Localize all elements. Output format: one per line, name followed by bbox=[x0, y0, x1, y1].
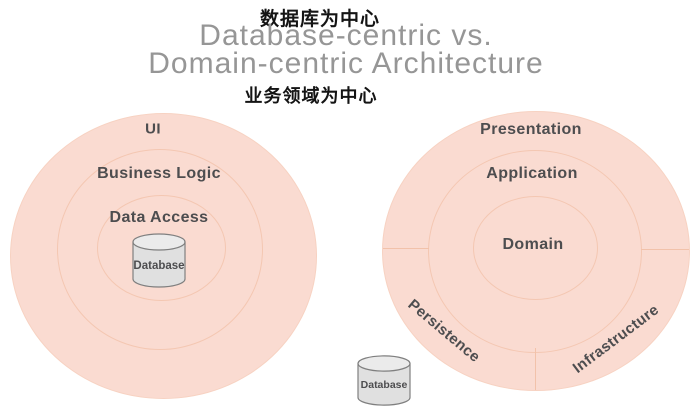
ring-label-business-logic: Business Logic bbox=[97, 165, 221, 182]
zh-annotation-bottom: 业务领域为中心 bbox=[244, 86, 378, 106]
segment-divider-right bbox=[641, 249, 689, 250]
ring-label-data-access: Data Access bbox=[109, 209, 209, 226]
database-cylinder-icon: Database bbox=[132, 233, 186, 288]
ring-label-application: Application bbox=[486, 165, 578, 182]
segment-divider-left bbox=[383, 248, 429, 249]
ring-business-logic bbox=[57, 149, 263, 350]
ring-domain bbox=[473, 196, 598, 300]
title-line-1: Database-centric vs. bbox=[199, 19, 493, 52]
ring-label-ui: UI bbox=[145, 120, 161, 138]
zh-annotation-top: 数据库为中心 bbox=[259, 9, 381, 30]
database-label: Database bbox=[133, 260, 184, 272]
ring-label-domain: Domain bbox=[502, 236, 564, 253]
segment-divider-bottom bbox=[535, 348, 536, 390]
title-line-2: Domain-centric Architecture bbox=[148, 47, 544, 80]
ring-label-presentation: Presentation bbox=[480, 121, 582, 138]
external-database-label: Database bbox=[361, 379, 408, 391]
external-database-cylinder-icon: Database bbox=[357, 355, 411, 406]
